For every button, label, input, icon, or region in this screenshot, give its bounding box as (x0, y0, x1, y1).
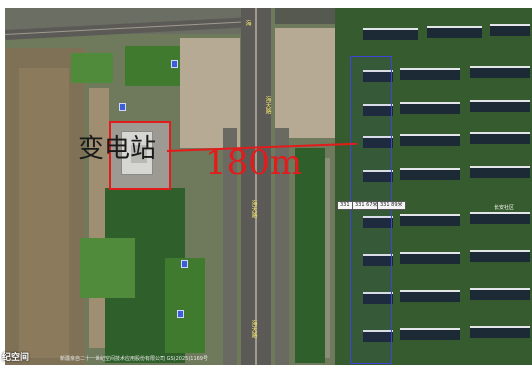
house-row (427, 26, 482, 38)
house-row (363, 330, 393, 342)
house-row (363, 254, 393, 266)
distance-label: 180m (205, 143, 303, 183)
house-row (400, 134, 460, 146)
house-row (400, 214, 460, 226)
house-row (470, 212, 530, 224)
house-row (470, 100, 530, 112)
house-row (470, 132, 530, 144)
house-row (400, 168, 460, 180)
highway-west-ramp (223, 128, 237, 365)
house-row (363, 216, 393, 228)
map-marker[interactable] (181, 260, 188, 268)
house-row (470, 166, 530, 178)
map-marker[interactable] (171, 60, 178, 68)
farm-green-west (80, 238, 135, 298)
house-row (470, 288, 530, 300)
house-row (470, 326, 530, 338)
substation-building-roof (131, 145, 147, 163)
house-row (400, 290, 460, 302)
road-sign-left: 331 (337, 201, 353, 210)
map-marker[interactable] (119, 103, 126, 111)
map-marker[interactable] (177, 310, 184, 318)
map-copyright: 新疆亲自二十一世纪空间技术应用股份有限公司 GS(2025)1169号 (60, 356, 208, 362)
tree-patch-2 (125, 46, 180, 86)
road-sign-right: 331 89米 (377, 201, 406, 210)
house-row (363, 70, 393, 82)
satellite-map[interactable]: 海 海天路 海天路 海天路 331 331 67米 331 89米 长安社区 (5, 8, 532, 365)
field-left-inner (19, 68, 69, 358)
house-row (400, 68, 460, 80)
watermark-logo-text: 纪空间 (2, 353, 30, 363)
farm-green-east (165, 258, 205, 353)
house-row (400, 328, 460, 340)
road-name-north: 海 (244, 20, 251, 26)
house-row (400, 252, 460, 264)
road-name-mid: 海天路 (264, 96, 271, 114)
highway-median (255, 8, 257, 365)
house-row (470, 66, 530, 78)
house-row (400, 102, 460, 114)
poi-community-label[interactable]: 长安社区 (494, 205, 515, 211)
house-row (363, 28, 418, 40)
house-row (363, 292, 393, 304)
bare-ground-east (275, 28, 340, 138)
road-name-bottom: 海天路 (250, 320, 257, 338)
road-name-lower: 海天路 (250, 200, 257, 218)
house-row (363, 170, 393, 182)
substation-box[interactable] (109, 121, 171, 190)
substation-label: 变电站 (78, 134, 157, 164)
tree-patch-1 (71, 53, 113, 83)
house-row (490, 24, 530, 36)
green-belt (295, 148, 325, 363)
house-row (470, 250, 530, 262)
house-row (363, 104, 393, 116)
residential-boundary (350, 56, 392, 364)
house-row (363, 136, 393, 148)
highway-east-ramp (275, 128, 289, 365)
